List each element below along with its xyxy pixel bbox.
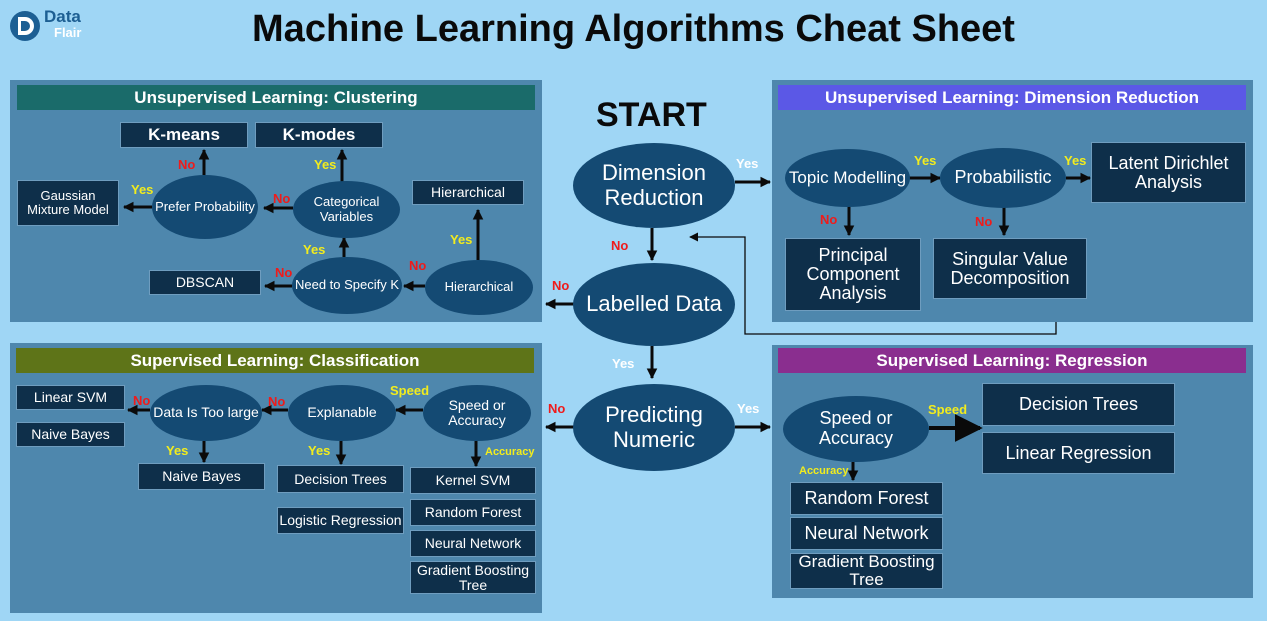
- label-no-categorical: No: [273, 191, 291, 206]
- logistic-regression-box: Logistic Regression: [277, 507, 404, 534]
- kmeans-box: K-means: [120, 122, 248, 148]
- label-yes-datalarge: Yes: [166, 443, 189, 458]
- linear-svm-box: Linear SVM: [16, 385, 125, 410]
- label-yes-needk: Yes: [303, 242, 326, 257]
- label-yes-explainable: Yes: [308, 443, 331, 458]
- naive-bayes-bottom-box: Naive Bayes: [138, 463, 265, 490]
- naive-bayes-top-box: Naive Bayes: [16, 422, 125, 447]
- label-no-explainable: No: [268, 394, 286, 409]
- label-yes-prefer: Yes: [131, 182, 154, 197]
- random-forest-reg-box: Random Forest: [790, 482, 943, 515]
- label-no-labelled: No: [552, 278, 570, 293]
- arrow-dimension-return: [689, 232, 1057, 335]
- singular-value-box: Singular Value Decomposition: [933, 238, 1087, 299]
- speed-accuracy-class-node: Speed or Accuracy: [423, 385, 531, 441]
- label-no-probabilistic: No: [975, 214, 993, 229]
- label-no-hierarchical: No: [409, 258, 427, 273]
- label-no-prefer: No: [178, 157, 196, 172]
- gradient-boosting-class-box: Gradient Boosting Tree: [410, 561, 536, 594]
- label-yes-dimension: Yes: [736, 156, 759, 171]
- hierarchical-node: Hierarchical: [425, 260, 533, 315]
- dimension-reduction-node: Dimension Reduction: [573, 143, 735, 228]
- neural-network-class-box: Neural Network: [410, 530, 536, 557]
- label-yes-labelled: Yes: [612, 356, 635, 371]
- label-accuracy-reg: Accuracy: [799, 465, 849, 477]
- categorical-variables-node: Categorical Variables: [293, 181, 400, 238]
- topic-modelling-node: Topic Modelling: [785, 149, 910, 207]
- classification-panel-title: Supervised Learning: Classification: [16, 348, 534, 373]
- label-yes-numeric: Yes: [737, 401, 760, 416]
- label-accuracy-class: Accuracy: [485, 446, 535, 458]
- linear-regression-box: Linear Regression: [982, 432, 1175, 474]
- clustering-panel-title: Unsupervised Learning: Clustering: [17, 85, 535, 110]
- latent-dirichlet-box: Latent Dirichlet Analysis: [1091, 142, 1246, 203]
- prefer-probability-node: Prefer Probability: [152, 175, 258, 239]
- gradient-boosting-reg-box: Gradient Boosting Tree: [790, 553, 943, 589]
- need-to-specify-k-node: Need to Specify K: [292, 257, 402, 314]
- label-yes-hierarchical: Yes: [450, 232, 473, 247]
- dataflair-logo: Data Flair: [8, 6, 98, 46]
- dimension-panel-title: Unsupervised Learning: Dimension Reducti…: [778, 85, 1246, 110]
- label-speed-class: Speed: [390, 383, 430, 398]
- logo-icon: [10, 11, 40, 41]
- label-speed-reg: Speed: [928, 402, 968, 417]
- label-no-topic: No: [820, 212, 838, 227]
- label-yes-categorical: Yes: [314, 157, 337, 172]
- start-label: START: [596, 96, 707, 134]
- label-yes-topic: Yes: [914, 153, 937, 168]
- hierarchical-box: Hierarchical: [412, 180, 524, 205]
- regression-panel-title: Supervised Learning: Regression: [778, 348, 1246, 373]
- predicting-numeric-node: Predicting Numeric: [573, 384, 735, 471]
- principal-component-box: Principal Component Analysis: [785, 238, 921, 311]
- gaussian-mixture-box: Gaussian Mixture Model: [17, 180, 119, 226]
- kernel-svm-box: Kernel SVM: [410, 467, 536, 494]
- label-no-datalarge: No: [133, 393, 151, 408]
- random-forest-class-box: Random Forest: [410, 499, 536, 526]
- logo-text-flair: Flair: [54, 25, 82, 40]
- label-no-needk: No: [275, 265, 293, 280]
- probabilistic-node: Probabilistic: [940, 148, 1066, 208]
- page-title: Machine Learning Algorithms Cheat Sheet: [252, 8, 1015, 50]
- decision-trees-reg-box: Decision Trees: [982, 383, 1175, 426]
- explainable-node: Explanable: [288, 385, 396, 441]
- label-yes-probabilistic: Yes: [1064, 153, 1087, 168]
- speed-accuracy-reg-node: Speed or Accuracy: [783, 396, 929, 462]
- label-no-numeric: No: [548, 401, 566, 416]
- data-too-large-node: Data Is Too large: [150, 385, 262, 441]
- neural-network-reg-box: Neural Network: [790, 517, 943, 550]
- kmodes-box: K-modes: [255, 122, 383, 148]
- labelled-data-node: Labelled Data: [573, 263, 735, 346]
- decision-trees-class-box: Decision Trees: [277, 465, 404, 493]
- label-no-dimension: No: [611, 238, 629, 253]
- logo-text-data: Data: [44, 7, 81, 26]
- dbscan-box: DBSCAN: [149, 270, 261, 295]
